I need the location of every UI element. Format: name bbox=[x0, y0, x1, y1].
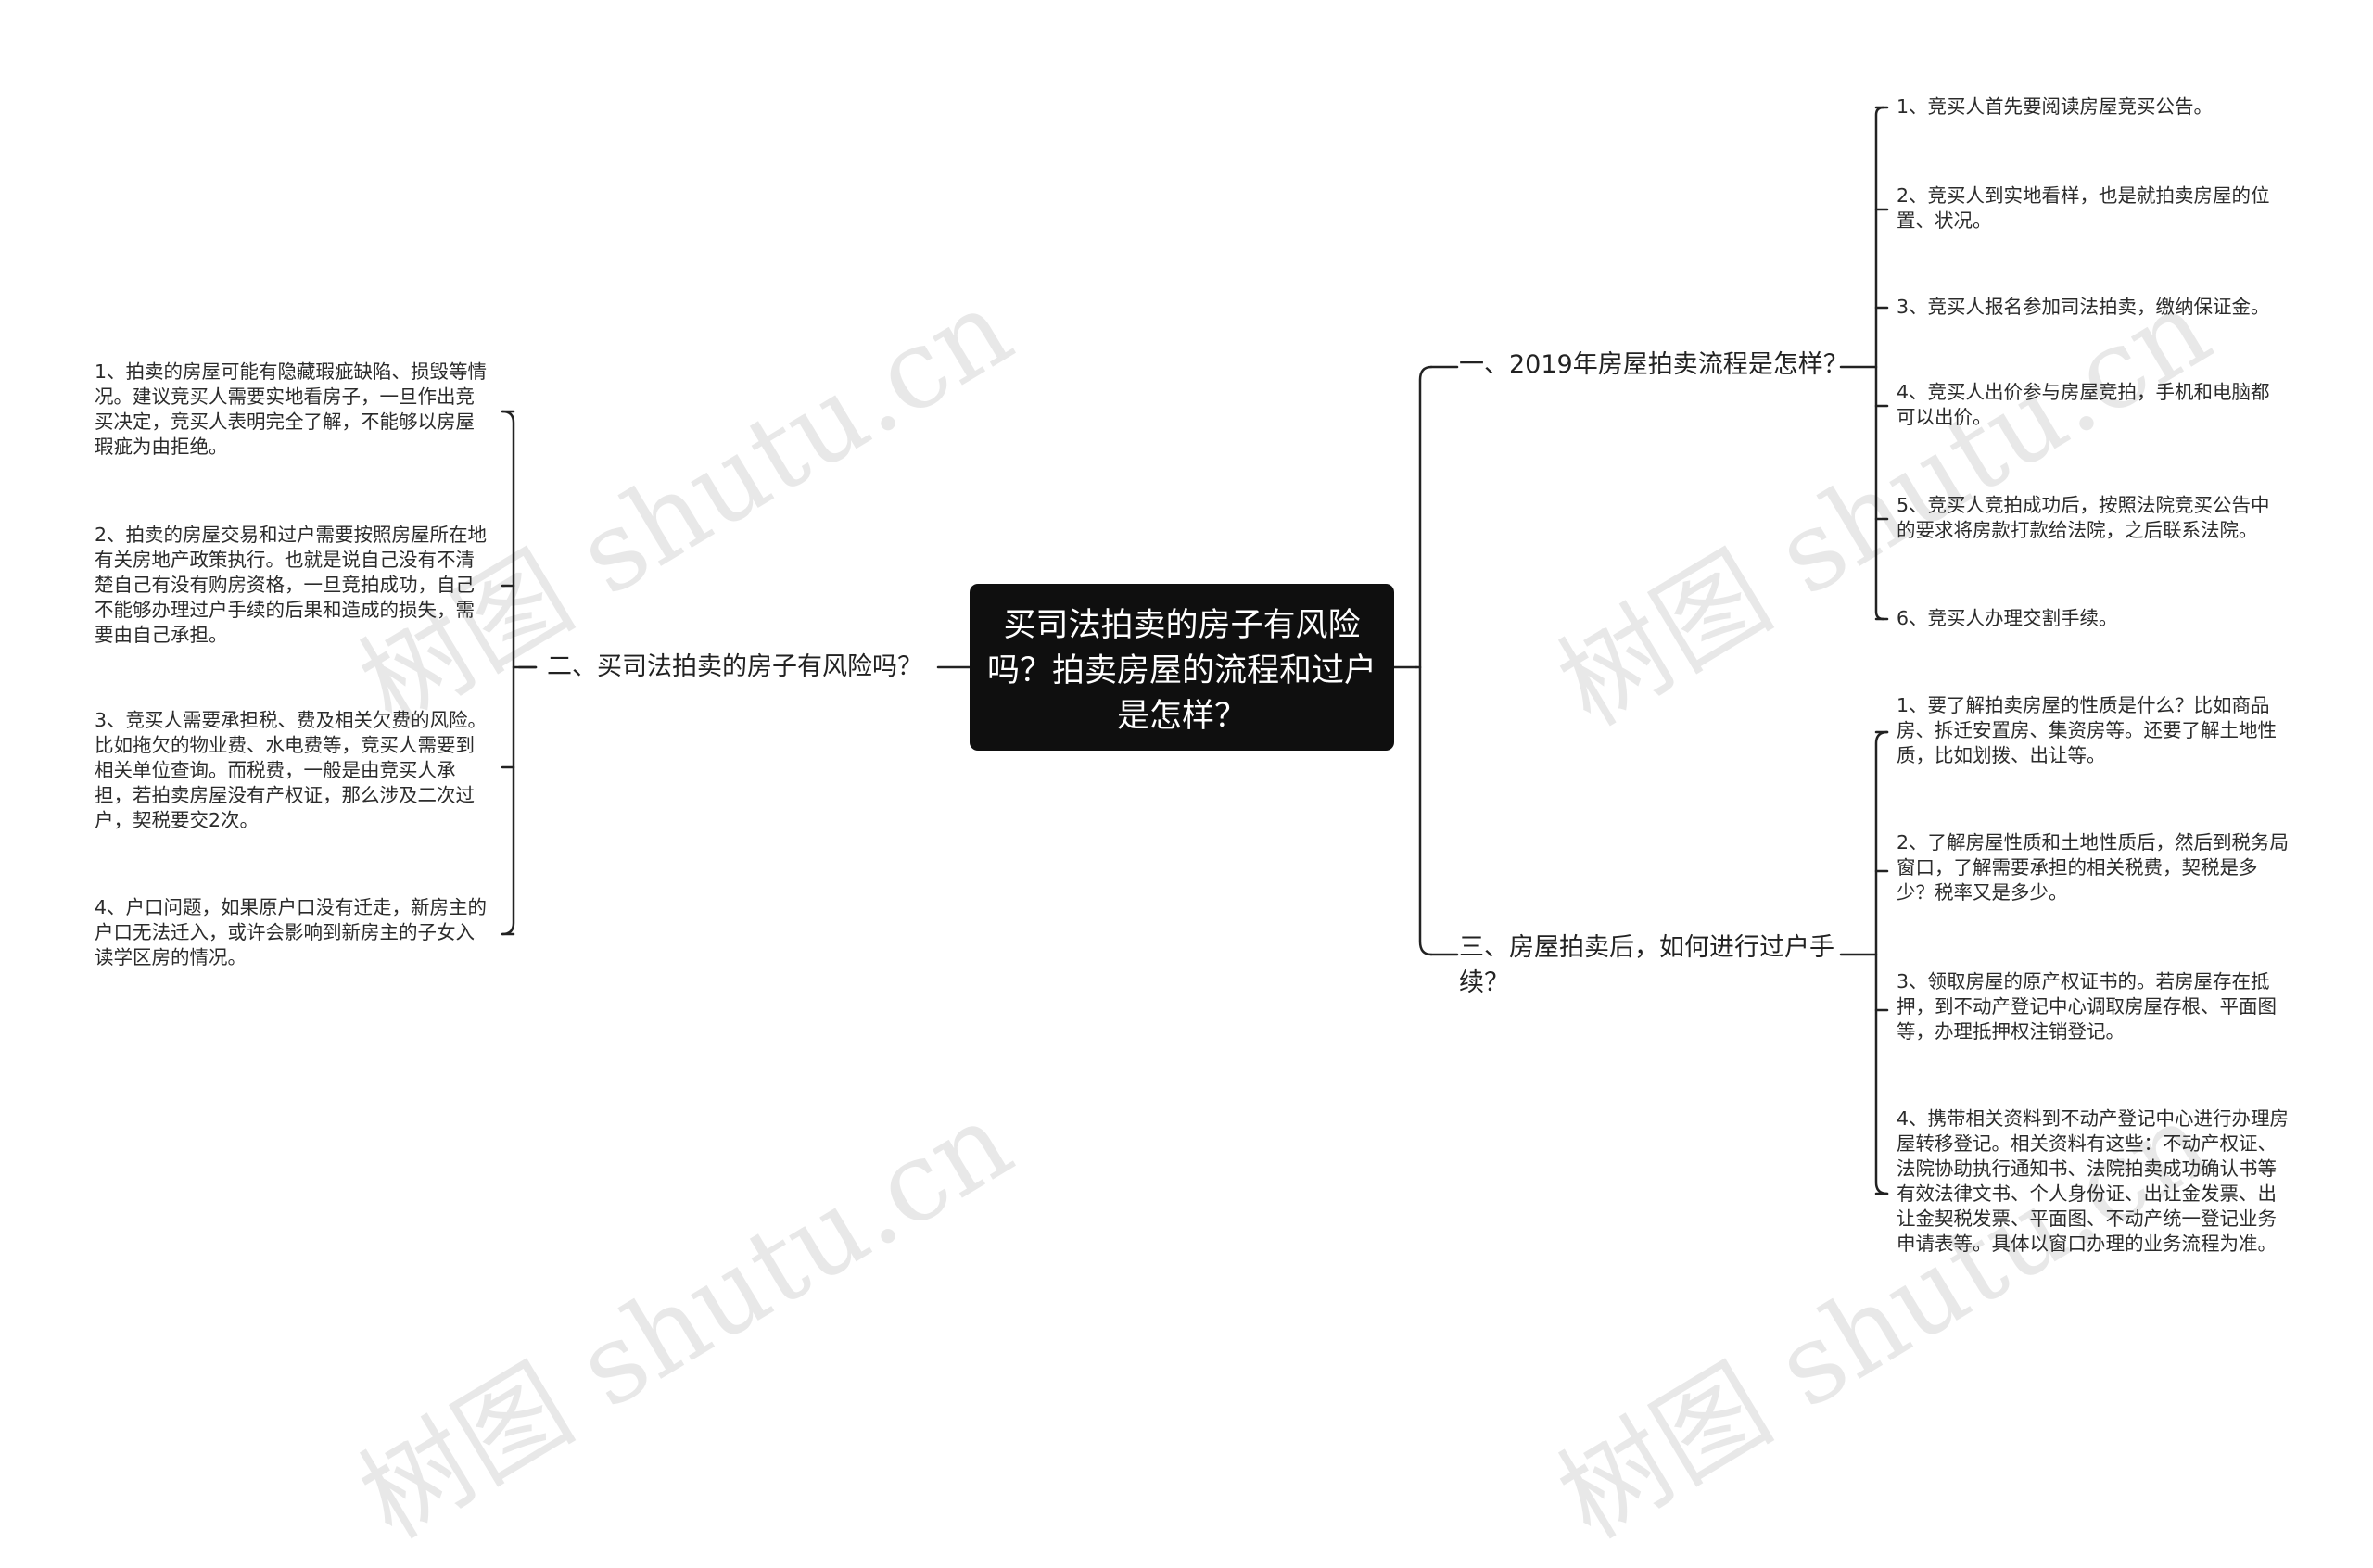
leaf-transfer-1[interactable]: 1、要了解拍卖房屋的性质是什么？比如商品房、拆迁安置房、集资房等。还要了解土地性… bbox=[1897, 694, 2277, 766]
leaf-process-1[interactable]: 1、竞买人首先要阅读房屋竞买公告。 bbox=[1897, 95, 2214, 118]
leaf-risk-2[interactable]: 2、拍卖的房屋交易和过户需要按照房屋所在地有关房地产政策执行。也就是说自己没有不… bbox=[95, 524, 488, 646]
connector-right-trunk bbox=[1418, 365, 1433, 956]
leaf-process-3[interactable]: 3、竞买人报名参加司法拍卖，缴纳保证金。 bbox=[1897, 296, 2270, 318]
leaf-process-2[interactable]: 2、竞买人到实地看样，也是就拍卖房屋的位置、状况。 bbox=[1897, 184, 2270, 232]
connector-branch2-bracket bbox=[501, 410, 515, 936]
branch-risks[interactable]: 二、买司法拍卖的房子有风险吗？ bbox=[547, 652, 922, 681]
leaf-transfer-2[interactable]: 2、了解房屋性质和土地性质后，然后到税务局窗口，了解需要承担的相关税费，契税是多… bbox=[1897, 831, 2290, 904]
branch-process-2019[interactable]: 一、2019年房屋拍卖流程是怎样？ bbox=[1459, 350, 1848, 379]
leaf-risk-1[interactable]: 1、拍卖的房屋可能有隐藏瑕疵缺陷、损毁等情况。建议竞买人需要实地看房子，一旦作出… bbox=[95, 360, 488, 458]
leaf-process-5[interactable]: 5、竞买人竞拍成功后，按照法院竞买公告中的要求将房款打款给法院，之后联系法院。 bbox=[1897, 494, 2270, 541]
connector-branch3-bracket bbox=[1874, 730, 1889, 1195]
leaf-process-4[interactable]: 4、竞买人出价参与房屋竞拍，手机和电脑都可以出价。 bbox=[1897, 381, 2270, 428]
leaf-transfer-4[interactable]: 4、携带相关资料到不动产登记中心进行办理房屋转移登记。相关资料有这些：不动产权证… bbox=[1897, 1107, 2290, 1255]
mindmap-connectors bbox=[501, 106, 1889, 1195]
root-topic[interactable]: 买司法拍卖的房子有风险吗？拍卖房屋的流程和过户是怎样？ bbox=[970, 584, 1394, 751]
leaf-risk-3[interactable]: 3、竞买人需要承担税、费及相关欠费的风险。比如拖欠的物业费、水电费等，竞买人需要… bbox=[95, 709, 488, 831]
branch-transfer-procedure[interactable]: 三、房屋拍卖后，如何进行过户手续？ bbox=[1459, 933, 1834, 997]
connector-branch1-bracket bbox=[1874, 106, 1885, 621]
leaf-process-6[interactable]: 6、竞买人办理交割手续。 bbox=[1897, 607, 2118, 629]
leaf-risk-4[interactable]: 4、户口问题，如果原户口没有迁走，新房主的户口无法迁入，或许会影响到新房主的子女… bbox=[95, 896, 488, 968]
leaf-transfer-3[interactable]: 3、领取房屋的原产权证书的。若房屋存在抵押，到不动产登记中心调取房屋存根、平面图… bbox=[1897, 970, 2277, 1043]
